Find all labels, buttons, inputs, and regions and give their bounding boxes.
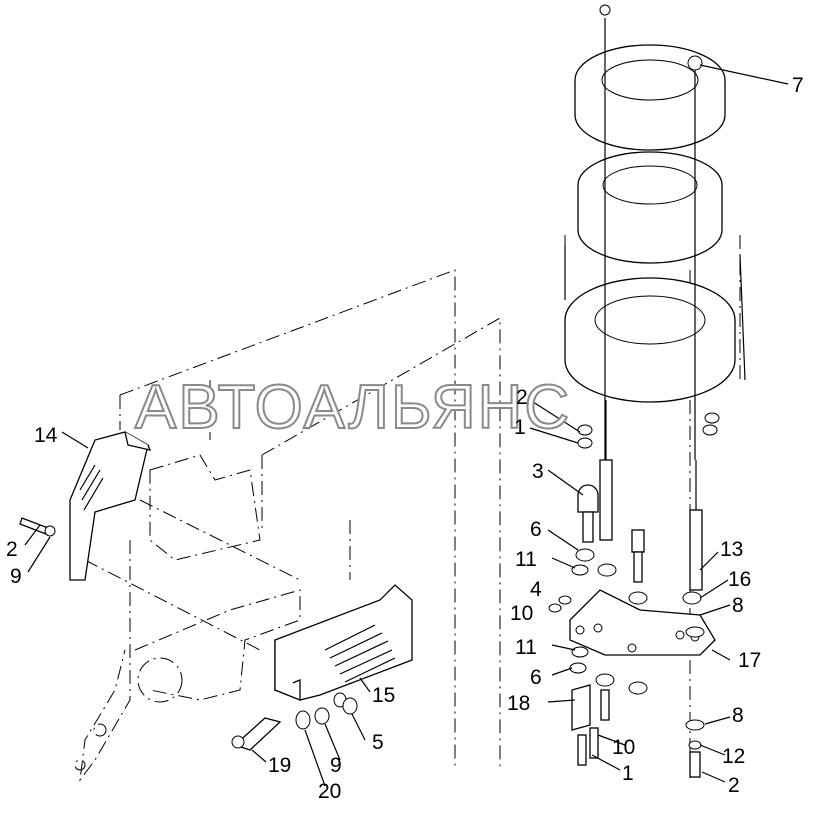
callout-2c: 2 — [6, 538, 18, 561]
bearing-ring-middle — [577, 151, 723, 264]
callout-17: 17 — [738, 649, 761, 672]
callout-13: 13 — [720, 538, 743, 561]
callout-7: 7 — [792, 74, 804, 97]
shield-part-14 — [69, 431, 152, 581]
callout-1b: 1 — [622, 762, 634, 785]
leader-lines — [24, 64, 789, 787]
bearing-ring-upper — [574, 4, 726, 151]
callout-9b: 9 — [330, 754, 342, 777]
callout-19: 19 — [268, 754, 291, 777]
callout-11b: 11 — [515, 636, 537, 659]
centre-fasteners — [548, 412, 720, 778]
callout-9: 9 — [10, 565, 22, 588]
callout-10: 10 — [510, 602, 533, 625]
callout-10b: 10 — [612, 736, 635, 759]
watermark-text: АВТОАЛЬЯНС — [135, 373, 571, 442]
callout-20: 20 — [318, 780, 341, 803]
callout-5: 5 — [372, 731, 384, 754]
callout-11: 11 — [515, 548, 537, 571]
left-fasteners — [19, 517, 358, 751]
callout-15: 15 — [372, 684, 395, 707]
callout-14: 14 — [34, 424, 58, 447]
callout-12: 12 — [722, 745, 745, 768]
callout-1: 1 — [514, 416, 526, 439]
callout-2: 2 — [516, 386, 528, 409]
callout-16: 16 — [728, 568, 751, 591]
callout-18: 18 — [507, 692, 530, 715]
callout-6: 6 — [530, 518, 542, 541]
chassis-plate-outline — [74, 454, 301, 782]
shield-part-15 — [274, 584, 413, 701]
callout-8: 8 — [732, 594, 744, 617]
vertical-rods — [599, 18, 703, 591]
callout-6b: 6 — [530, 666, 542, 689]
bearing-housing — [564, 245, 746, 403]
callout-4: 4 — [530, 578, 542, 601]
callout-8b: 8 — [732, 704, 744, 727]
callout-3: 3 — [532, 460, 544, 483]
callout-2b: 2 — [728, 774, 740, 797]
